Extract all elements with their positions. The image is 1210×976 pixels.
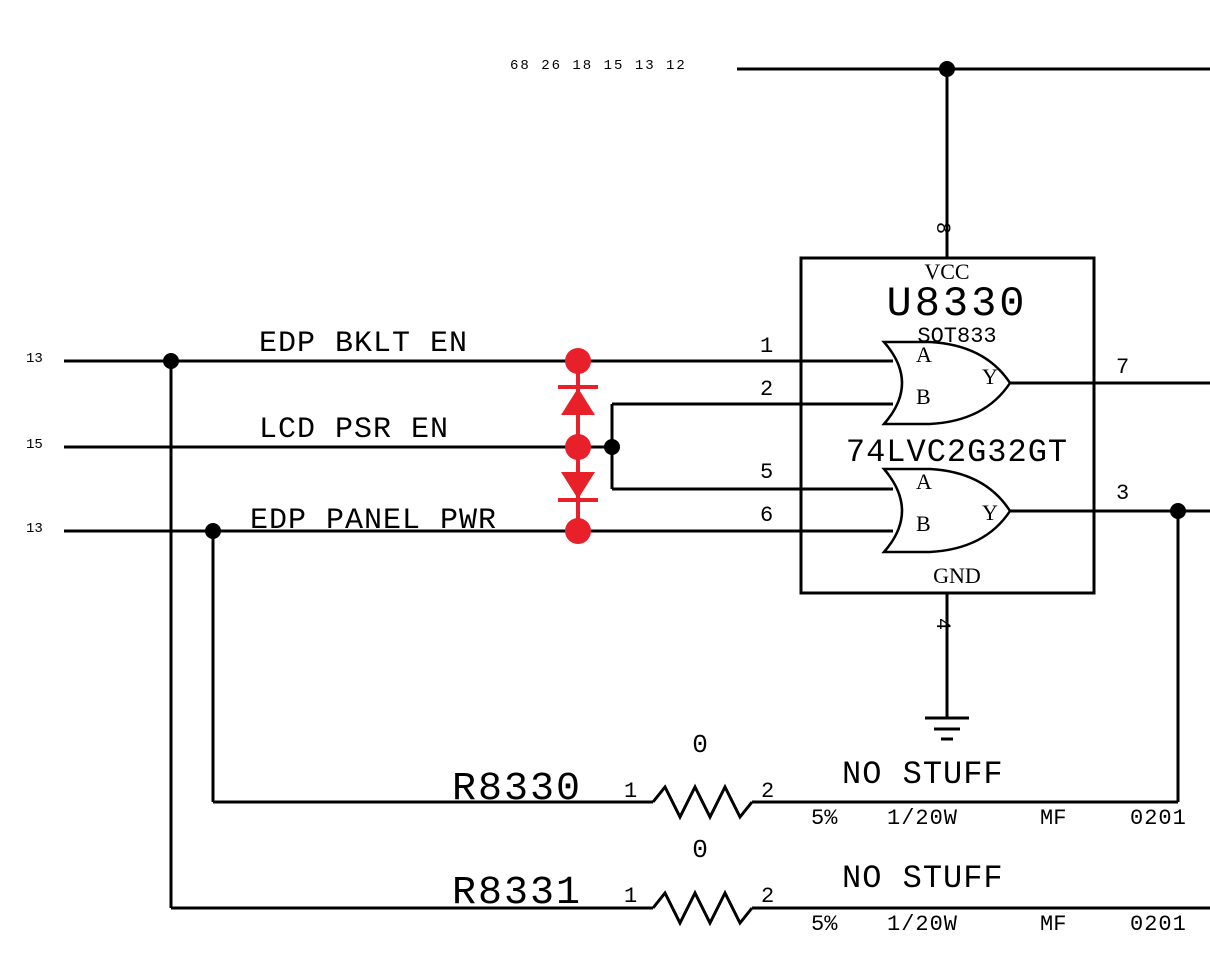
gnd-pin-number: 4 — [930, 618, 953, 630]
r8330-pin1: 1 — [624, 779, 637, 804]
gate2-input-b-label: B — [916, 511, 931, 536]
r8331-ref: R8331 — [452, 871, 582, 916]
ground-symbol-icon — [925, 716, 969, 741]
pin-1-label: 1 — [760, 334, 773, 359]
or-gate-2 — [881, 467, 1012, 554]
r8330-spec-power: 1/20W — [887, 806, 958, 831]
r8330-note: NO STUFF — [842, 756, 1004, 793]
r8330-spec-type: MF — [1040, 806, 1066, 831]
r8331-spec-size: 0201 — [1130, 912, 1187, 937]
gate1-input-b-label: B — [916, 384, 931, 409]
r8330-value: 0 — [692, 730, 708, 760]
r8330-ref: R8330 — [452, 767, 582, 812]
r8331-note: NO STUFF — [842, 860, 1004, 897]
net-label-panel: EDP_PANEL_PWR — [250, 504, 497, 538]
r8331-value: 0 — [692, 835, 708, 865]
gate1-input-a-label: A — [916, 342, 932, 367]
vcc-pin-number: 8 — [930, 222, 953, 234]
gate2-output-label: Y — [982, 500, 998, 525]
r8330-pin2: 2 — [761, 779, 774, 804]
r8330-spec-tolerance: 5% — [811, 806, 838, 831]
net-ref-psr: 15 — [26, 437, 43, 453]
net-label-psr: LCD PSR EN — [259, 413, 449, 447]
chip-part: 74LVC2G32GT — [846, 434, 1068, 471]
or-gate-1 — [881, 340, 1012, 426]
net-ref-bklt: 13 — [26, 351, 43, 367]
diode-highlight — [558, 348, 598, 544]
gate1-output-label: Y — [982, 364, 998, 389]
top-net-ref-pages: 68 26 18 15 13 12 — [510, 58, 687, 74]
r8331-zigzag-icon — [651, 889, 754, 927]
pin-6-label: 6 — [760, 503, 773, 528]
pin-3-label: 3 — [1116, 481, 1129, 506]
pin-7-label: 7 — [1116, 355, 1129, 380]
r8331-spec-power: 1/20W — [887, 912, 958, 937]
r8330-spec-size: 0201 — [1130, 806, 1187, 831]
r8331-pin1: 1 — [624, 884, 637, 909]
r8330-zigzag-icon — [651, 783, 754, 821]
pin-5-label: 5 — [760, 460, 773, 485]
net-label-bklt: EDP BKLT EN — [259, 327, 468, 361]
r8331-spec-tolerance: 5% — [811, 912, 838, 937]
gnd-label: GND — [933, 563, 981, 588]
chip-ref: U8330 — [886, 280, 1027, 328]
pin-2-label: 2 — [760, 377, 773, 402]
gate2-input-a-label: A — [916, 469, 932, 494]
net-ref-panel: 13 — [26, 521, 43, 537]
r8331-pin2: 2 — [761, 884, 774, 909]
vcc-label: VCC — [924, 259, 969, 284]
r8331-spec-type: MF — [1040, 912, 1066, 937]
